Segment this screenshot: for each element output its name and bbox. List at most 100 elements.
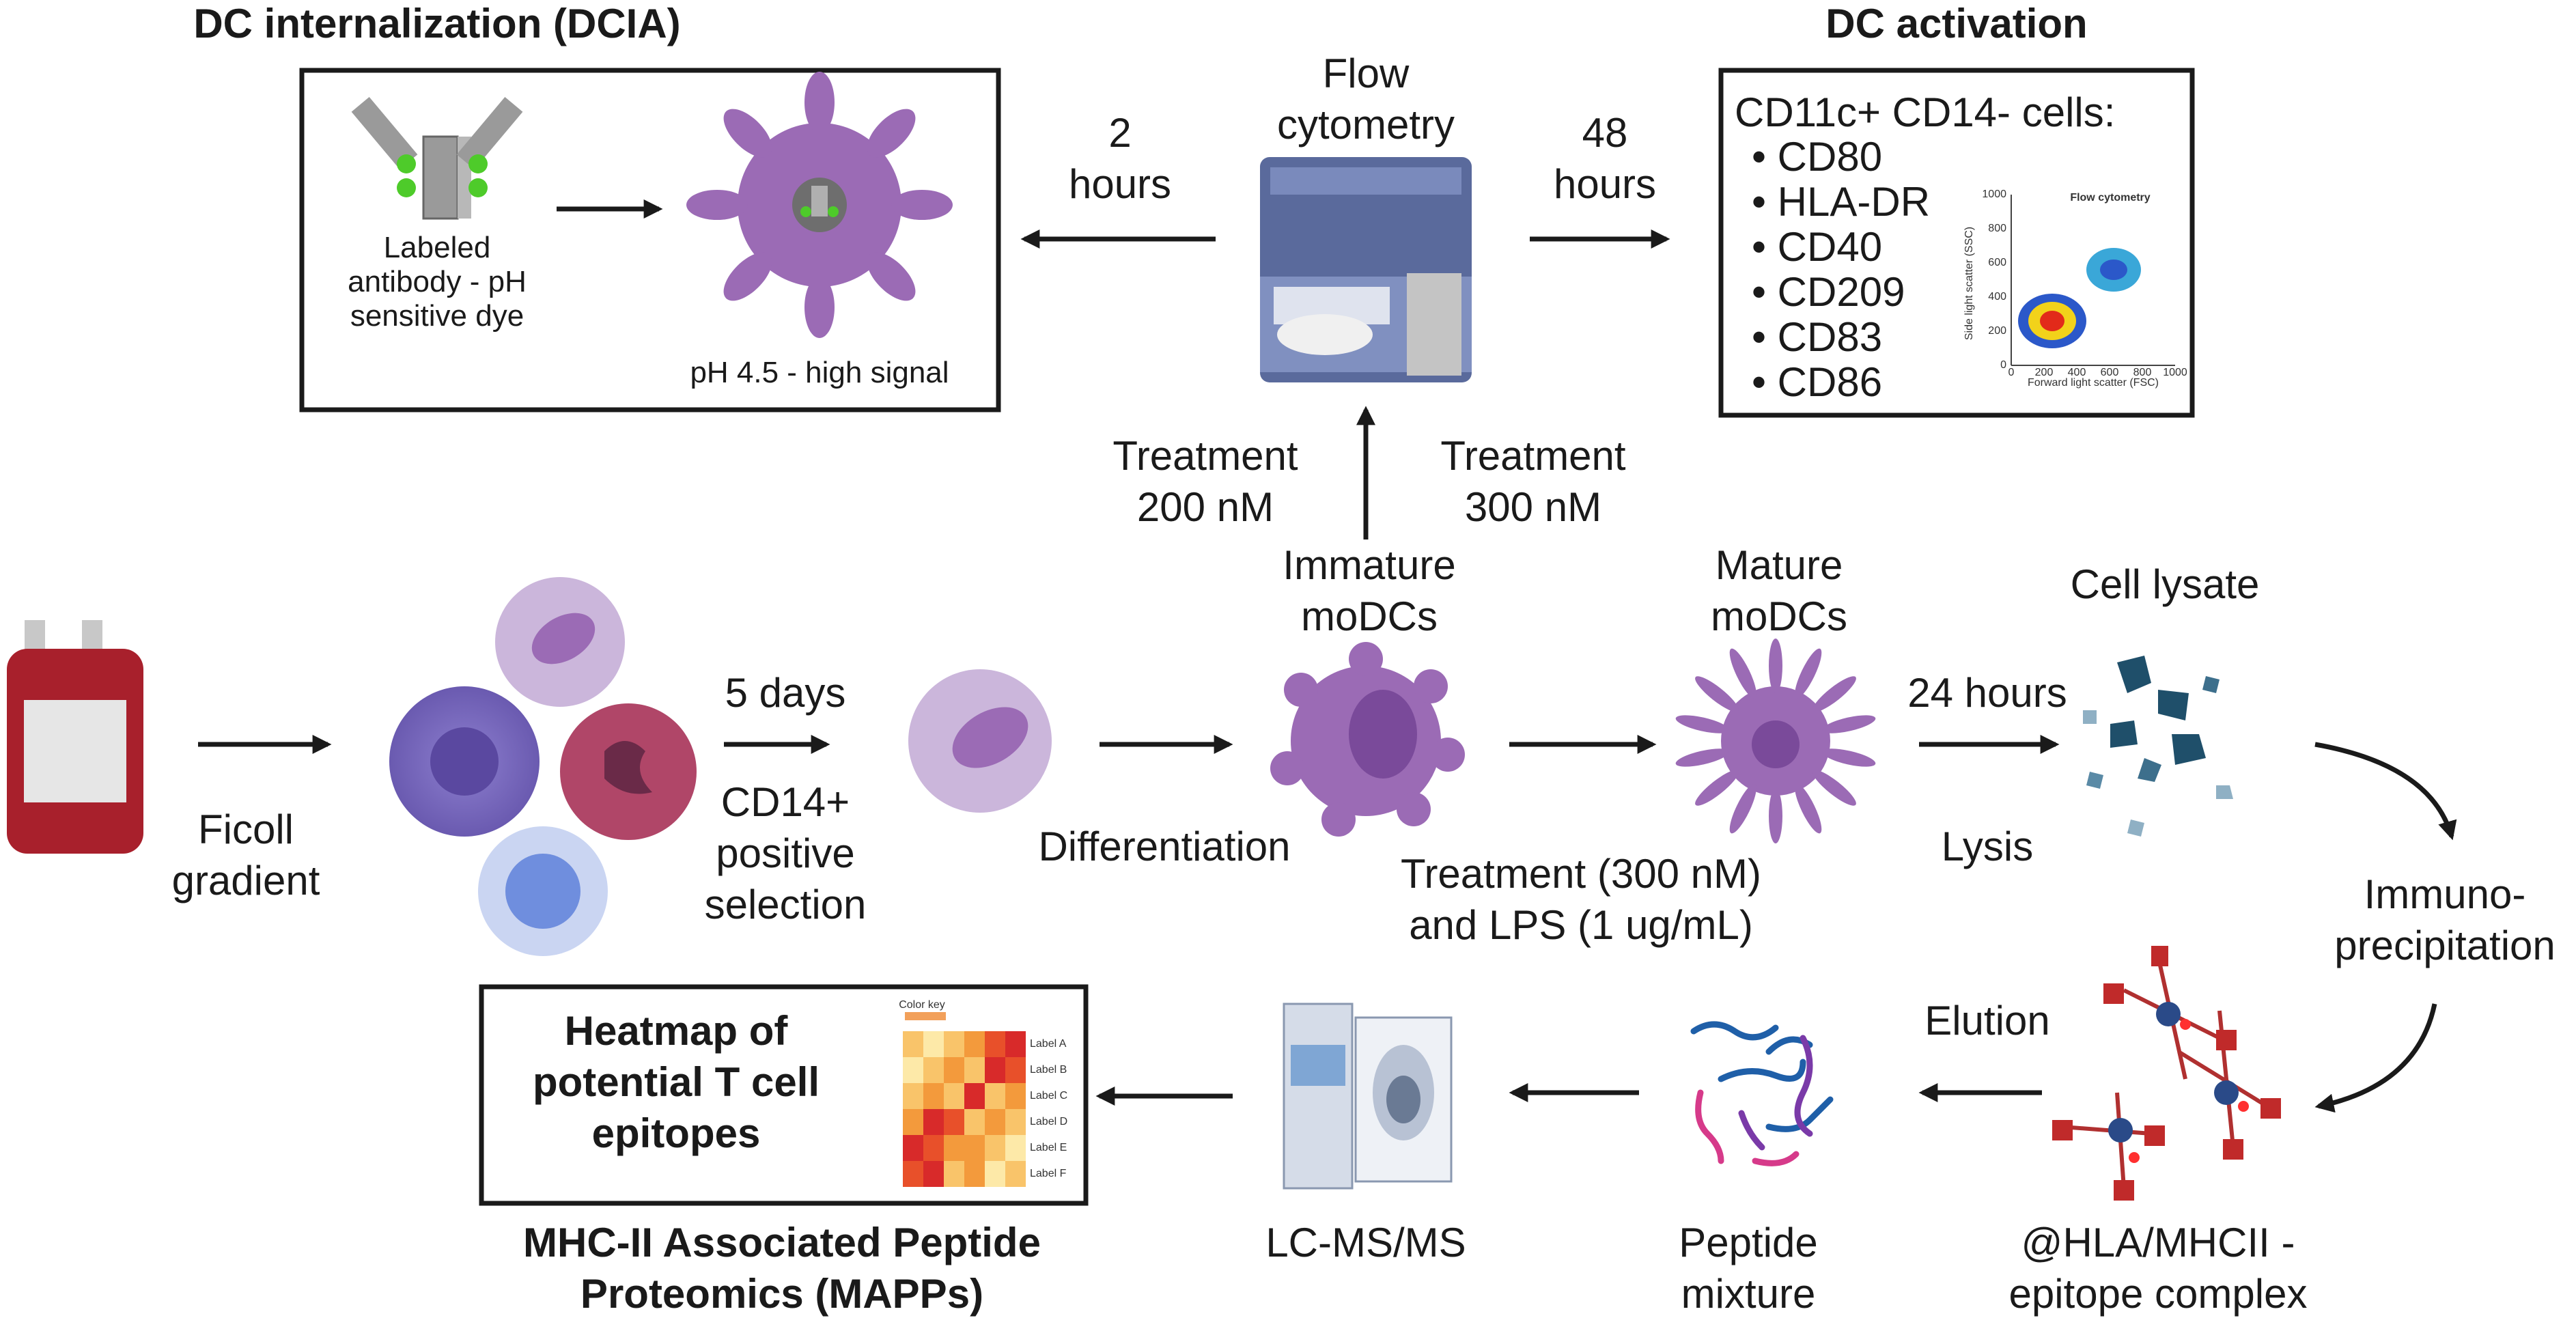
- marker-item: • HLA-DR: [1752, 179, 1930, 225]
- heatmap-title-2: potential T cell: [533, 1059, 820, 1105]
- days-label: 5 days: [725, 670, 846, 716]
- marker-item: • CD40: [1752, 224, 1882, 270]
- heatmap-cell: [964, 1161, 985, 1187]
- heatmap-panel: [479, 984, 1089, 1206]
- heatmap-cell: [964, 1083, 985, 1109]
- plot-xtick: 200: [2035, 367, 2054, 378]
- heatmap-cell: [903, 1135, 923, 1161]
- dcia-panel: [299, 68, 1001, 412]
- mapps-label-1: MHC-II Associated Peptide: [523, 1220, 1041, 1265]
- selection-label-3: selection: [705, 882, 867, 927]
- heatmap-cell: [944, 1109, 964, 1135]
- peptide-label-1: Peptide: [1679, 1220, 1818, 1265]
- activation-panel: [1718, 68, 2195, 418]
- heatmap-cell: [944, 1161, 964, 1187]
- flow-mini-plot: Flow cytometry Forward light scatter (FS…: [1963, 188, 2187, 389]
- heatmap-cell: [903, 1031, 923, 1057]
- marker-item: • CD80: [1752, 134, 1882, 180]
- heatmap-cell: [964, 1031, 985, 1057]
- marker-item: • CD86: [1752, 359, 1882, 405]
- plot-xtick: 800: [2133, 367, 2152, 378]
- plot-ylabel: Side light scatter (SSC): [1963, 227, 1975, 340]
- complex-label-2: epitope complex: [2009, 1271, 2308, 1317]
- heatmap-cell: [985, 1057, 1005, 1083]
- heatmap-cell: [944, 1083, 964, 1109]
- elution-label: Elution: [1924, 998, 2049, 1043]
- plot-ytick: 800: [1988, 223, 2006, 234]
- plot-title: Flow cytometry: [2070, 192, 2150, 204]
- dendritic-cell-icon: [686, 72, 953, 338]
- dc-dendrite: [1795, 783, 1822, 834]
- time-48-unit: hours: [1554, 161, 1656, 207]
- antibody-icon: [351, 96, 523, 220]
- activation-header: CD11c+ CD14- cells:: [1735, 89, 2115, 135]
- heatmap-cell: [944, 1057, 964, 1083]
- treatment-lps-label-2: and LPS (1 ug/mL): [1409, 902, 1753, 948]
- antibody-label-3: sensitive dye: [350, 299, 524, 333]
- heatmap-cell: [985, 1161, 1005, 1187]
- treatment-lps-label-1: Treatment (300 nM): [1401, 851, 1761, 897]
- heatmap-cell: [1005, 1031, 1026, 1057]
- heatmap-cell: [923, 1161, 944, 1187]
- heatmap-cell: [964, 1109, 985, 1135]
- cell-lysate-icon: [2083, 656, 2233, 837]
- mature-label-1: Mature: [1716, 542, 1843, 588]
- activation-title: DC activation: [1825, 1, 2087, 46]
- heatmap-cell: [1005, 1083, 1026, 1109]
- plot-ytick: 600: [1988, 257, 2006, 268]
- dc-dendrite: [1695, 770, 1739, 806]
- plot-ytick: 1000: [1982, 188, 2006, 200]
- immature-label-1: Immature: [1283, 542, 1455, 588]
- heatmap-row-label: Label E: [1030, 1142, 1067, 1153]
- time-2-unit: hours: [1069, 161, 1171, 207]
- heatmap-cell: [1005, 1135, 1026, 1161]
- signal-label: pH 4.5 - high signal: [690, 356, 949, 389]
- dc-dendrite: [1675, 748, 1729, 767]
- flow-label-2: cytometry: [1277, 102, 1455, 148]
- plot-ytick: 400: [1988, 291, 2006, 303]
- flow-label-1: Flow: [1323, 51, 1410, 96]
- heatmap-cell: [944, 1031, 964, 1057]
- treatment-200-value: 200 nM: [1137, 484, 1274, 530]
- marker-item: • CD209: [1752, 269, 1905, 315]
- selection-label-2: positive: [716, 830, 854, 876]
- heatmap-cell: [903, 1057, 923, 1083]
- time-48-label: 48: [1582, 110, 1628, 156]
- heatmap-row-label: Label D: [1030, 1116, 1067, 1127]
- flow-cytometer-icon: [1260, 157, 1472, 382]
- heatmap-row-label: Label F: [1030, 1168, 1067, 1179]
- heatmap-cell: [985, 1083, 1005, 1109]
- heatmap-cell: [985, 1031, 1005, 1057]
- peptide-label-2: mixture: [1681, 1271, 1816, 1317]
- arrow-to-complex: [2314, 1003, 2437, 1113]
- heatmap-cell: [903, 1161, 923, 1187]
- dc-dendrite: [1769, 639, 1782, 693]
- peptide-mixture-icon: [1690, 1021, 1834, 1166]
- heatmap-cell: [903, 1109, 923, 1135]
- complex-label-1: @HLA/MHCII -: [2021, 1220, 2295, 1265]
- dc-dendrite: [1822, 715, 1876, 733]
- mature-label-2: moDCs: [1711, 593, 1847, 639]
- plot-xtick: 0: [2008, 367, 2015, 378]
- heatmap-cell: [1005, 1161, 1026, 1187]
- dc-dendrite: [1822, 748, 1876, 767]
- dc-dendrite: [1812, 676, 1856, 712]
- heatmap-cell: [923, 1083, 944, 1109]
- ficoll-label-2: gradient: [172, 858, 320, 903]
- treatment-300-label: Treatment: [1440, 433, 1626, 479]
- heatmap-title-1: Heatmap of: [565, 1008, 789, 1054]
- heatmap-cell: [944, 1135, 964, 1161]
- plot-xlabel: Forward light scatter (FSC): [2028, 377, 2159, 389]
- antibody-label-2: antibody - pH: [348, 265, 527, 298]
- heatmap-title-3: epitopes: [592, 1110, 761, 1156]
- selection-label-1: CD14+: [721, 779, 850, 825]
- dc-dendrite: [1729, 783, 1756, 834]
- time-2-label: 2: [1108, 110, 1131, 156]
- mature-dc-icon: [1675, 639, 1876, 843]
- immuno-label-2: precipitation: [2334, 923, 2556, 968]
- pbmc-cells-icon: [389, 577, 697, 956]
- treatment-200-label: Treatment: [1112, 433, 1298, 479]
- heatmap-cell: [964, 1135, 985, 1161]
